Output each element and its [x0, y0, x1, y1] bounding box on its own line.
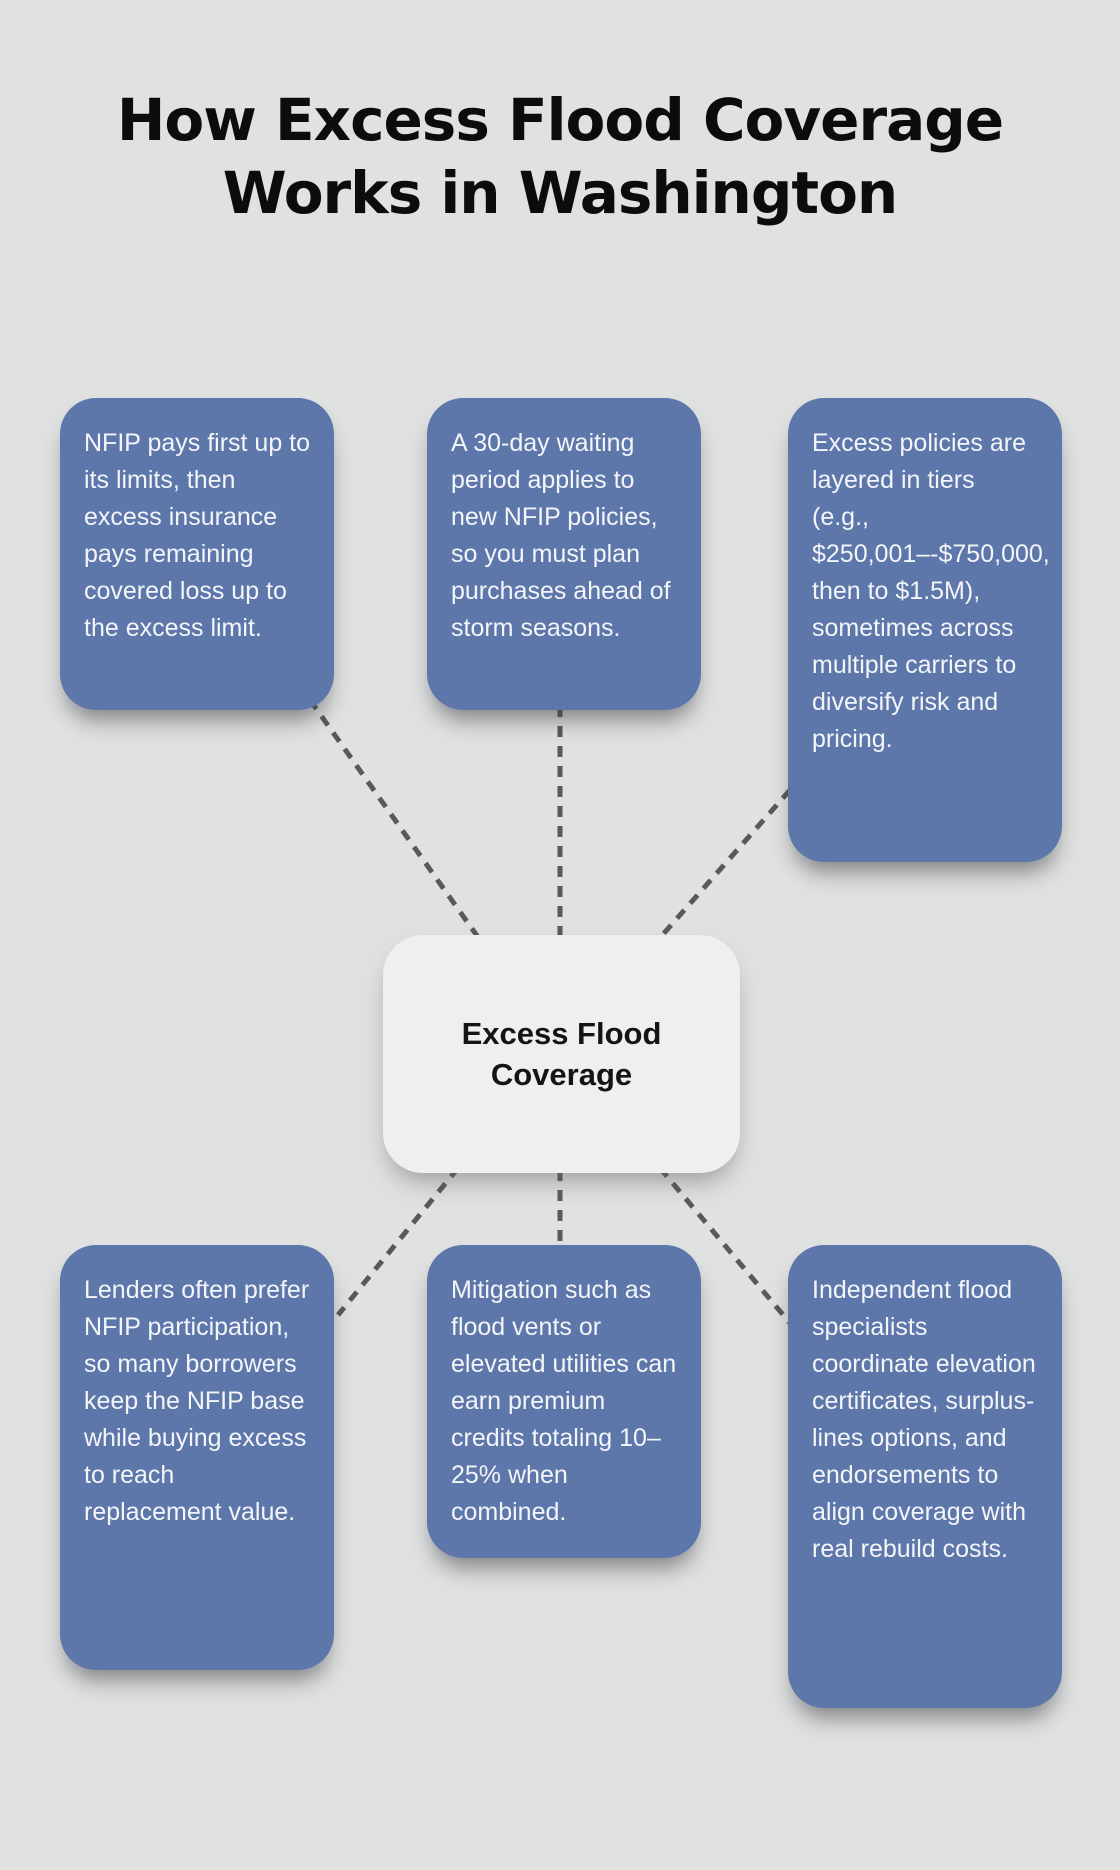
info-card-layered-tiers: Excess policies are layered in tiers (e.…: [788, 398, 1062, 862]
page-title-line-1: How Excess Flood Coverage: [116, 86, 1004, 154]
info-card-text: NFIP pays first up to its limits, then e…: [84, 429, 311, 642]
center-node-label: Excess Flood Coverage: [461, 1016, 662, 1092]
info-card-waiting-period: A 30-day waiting period applies to new N…: [427, 398, 701, 710]
info-card-text: Excess policies are layered in tiers (e.…: [812, 429, 1050, 753]
info-card-text: Lenders often prefer NFIP participation,…: [84, 1276, 310, 1526]
connector-card3-center: [656, 788, 792, 942]
connector-center-card6: [658, 1166, 802, 1337]
page-title-line-2: Works in Washington: [222, 159, 898, 227]
info-card-text: Mitigation such as flood vents or elevat…: [451, 1276, 677, 1526]
info-card-mitigation-credits: Mitigation such as flood vents or elevat…: [427, 1245, 701, 1558]
center-node: Excess Flood Coverage: [383, 935, 740, 1173]
page-title: How Excess Flood Coverage Works in Washi…: [0, 84, 1120, 230]
info-card-text: A 30-day waiting period applies to new N…: [451, 429, 671, 642]
connector-card1-center: [307, 698, 483, 942]
info-card-flood-specialists: Independent flood specialists coordinate…: [788, 1245, 1062, 1708]
info-card-text: Independent flood specialists coordinate…: [812, 1276, 1036, 1563]
info-card-nfip-pays-first: NFIP pays first up to its limits, then e…: [60, 398, 334, 710]
info-card-lender-preference: Lenders often prefer NFIP participation,…: [60, 1245, 334, 1670]
